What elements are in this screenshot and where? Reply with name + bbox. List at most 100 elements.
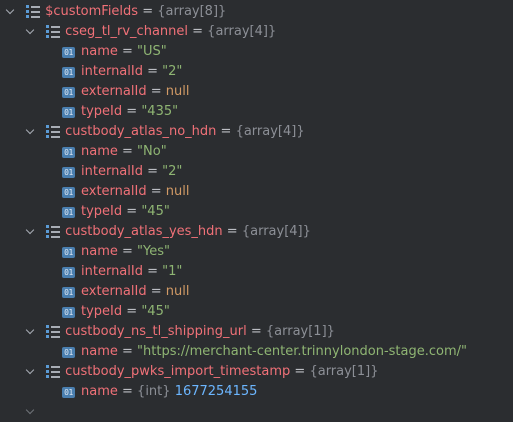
field-key: name xyxy=(81,384,118,399)
group-type: {array[4]} xyxy=(235,124,305,139)
field-icon: 01 xyxy=(62,47,75,58)
tree-leaf[interactable]: 01 name = "Yes" xyxy=(0,242,513,262)
field-key: name xyxy=(81,44,118,59)
tree-leaf[interactable]: 01 typeId = "435" xyxy=(0,102,513,122)
group-type: {array[1]} xyxy=(309,364,379,379)
field-key: typeId xyxy=(81,104,123,119)
array-icon xyxy=(46,125,61,139)
group-name: cseg_tl_rv_channel xyxy=(65,24,188,39)
equals-sign: = xyxy=(117,344,138,359)
field-icon: 01 xyxy=(62,187,75,198)
tree-leaf[interactable]: 01 typeId = "45" xyxy=(0,302,513,322)
equals-sign: = xyxy=(142,64,163,79)
field-icon: 01 xyxy=(62,247,75,258)
tree-leaf[interactable]: 01 internalId = "1" xyxy=(0,262,513,282)
field-key: externalId xyxy=(81,184,147,199)
field-icon: 01 xyxy=(62,107,75,118)
field-value: "https://merchant-center.trinnylondon-st… xyxy=(137,344,467,359)
field-icon: 01 xyxy=(62,287,75,298)
equals-sign: = xyxy=(142,164,163,179)
field-icon: 01 xyxy=(62,67,75,78)
equals-sign: = xyxy=(122,304,142,319)
tree-node-group[interactable]: custbody_pwks_import_timestamp = {array[… xyxy=(0,362,513,382)
chevron-down-icon[interactable] xyxy=(24,22,38,42)
field-value: "2" xyxy=(162,64,183,79)
field-value: "US" xyxy=(137,44,167,59)
field-value: null xyxy=(165,184,190,199)
variable-type: {array[8]} xyxy=(157,4,227,19)
tree-leaf[interactable]: 01 typeId = "45" xyxy=(0,202,513,222)
group-name: custbody_atlas_no_hdn xyxy=(65,124,217,139)
equals-sign: = xyxy=(246,324,266,339)
group-type: {array[4]} xyxy=(241,224,311,239)
chevron-down-icon[interactable] xyxy=(24,222,38,242)
tree-node-group[interactable]: custbody_atlas_yes_hdn = {array[4]} xyxy=(0,222,513,242)
field-type-label: {int} xyxy=(137,384,171,399)
variable-name: $customFields xyxy=(45,4,139,19)
equals-sign: = xyxy=(146,84,166,99)
field-value: "45" xyxy=(141,204,170,219)
field-key: name xyxy=(81,144,118,159)
group-type: {array[4]} xyxy=(207,24,277,39)
field-value: null xyxy=(165,84,190,99)
field-key: internalId xyxy=(81,164,143,179)
tree-node-group-partial[interactable] xyxy=(0,402,513,422)
field-value: null xyxy=(165,284,190,299)
tree-leaf[interactable]: 01 name = "US" xyxy=(0,42,513,62)
group-name: custbody_pwks_import_timestamp xyxy=(65,364,291,379)
equals-sign: = xyxy=(122,204,142,219)
tree-leaf[interactable]: 01 externalId = null xyxy=(0,282,513,302)
array-icon xyxy=(46,325,61,339)
equals-sign: = xyxy=(117,244,138,259)
tree-node-group[interactable]: cseg_tl_rv_channel = {array[4]} xyxy=(0,22,513,42)
chevron-right-icon[interactable] xyxy=(24,402,38,422)
chevron-down-icon[interactable] xyxy=(24,362,38,382)
field-icon: 01 xyxy=(62,87,75,98)
field-value: "1" xyxy=(162,264,183,279)
array-icon xyxy=(26,5,41,19)
field-value: "Yes" xyxy=(137,244,170,259)
tree-node-root[interactable]: $customFields = {array[8]} xyxy=(0,2,513,22)
chevron-down-icon[interactable] xyxy=(4,2,18,22)
field-key: internalId xyxy=(81,264,143,279)
group-name: custbody_ns_tl_shipping_url xyxy=(65,324,247,339)
field-icon: 01 xyxy=(62,347,75,358)
chevron-down-icon[interactable] xyxy=(24,322,38,342)
tree-node-group[interactable]: custbody_atlas_no_hdn = {array[4]} xyxy=(0,122,513,142)
equals-sign: = xyxy=(290,364,310,379)
equals-sign: = xyxy=(117,144,138,159)
equals-sign: = xyxy=(117,44,138,59)
field-key: externalId xyxy=(81,84,147,99)
field-key: typeId xyxy=(81,304,123,319)
equals-sign: = xyxy=(216,124,236,139)
field-icon: 01 xyxy=(62,267,75,278)
field-value: 1677254155 xyxy=(174,384,258,399)
array-icon xyxy=(46,25,61,39)
tree-node-group[interactable]: custbody_ns_tl_shipping_url = {array[1]} xyxy=(0,322,513,342)
equals-sign: = xyxy=(122,104,142,119)
field-value: "2" xyxy=(162,164,183,179)
field-icon: 01 xyxy=(62,307,75,318)
field-value: "45" xyxy=(141,304,170,319)
group-type: {array[1]} xyxy=(265,324,335,339)
field-key: internalId xyxy=(81,64,143,79)
field-icon: 01 xyxy=(62,207,75,218)
equals-sign: = xyxy=(146,284,166,299)
chevron-down-icon[interactable] xyxy=(24,122,38,142)
field-value: "No" xyxy=(137,144,167,159)
field-key: name xyxy=(81,244,118,259)
tree-leaf[interactable]: 01 externalId = null xyxy=(0,82,513,102)
field-key: externalId xyxy=(81,284,147,299)
field-value: "435" xyxy=(141,104,179,119)
equals-sign: = xyxy=(117,384,138,399)
group-name: custbody_atlas_yes_hdn xyxy=(65,224,223,239)
field-key: typeId xyxy=(81,204,123,219)
tree-leaf[interactable]: 01 internalId = "2" xyxy=(0,62,513,82)
equals-sign: = xyxy=(142,264,163,279)
